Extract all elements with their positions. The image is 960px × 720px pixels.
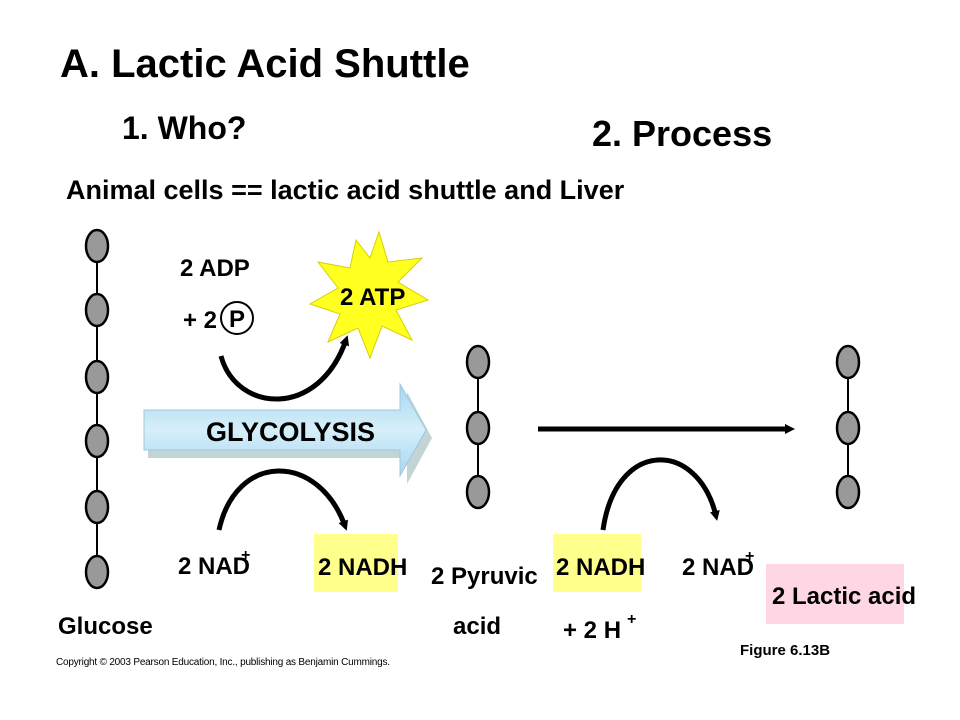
glucose-label: Glucose: [58, 613, 153, 640]
atp-label: 2 ATP: [340, 284, 405, 311]
slide-description: Animal cells == lactic acid shuttle and …: [66, 175, 625, 205]
nad-to-nadh-arrow: [216, 468, 348, 531]
lactic-acid-highlight: [766, 564, 904, 624]
nad-left-superscript: +: [241, 547, 250, 564]
adp-label: 2 ADP: [180, 255, 250, 282]
nad-left-label: 2 NAD: [178, 553, 250, 580]
pyruvic-acid-molecule: [465, 344, 491, 510]
subtitle-process: 2. Process: [592, 113, 773, 154]
hydrogen-label: + 2 H: [563, 617, 621, 644]
lactic-acid-molecule: [835, 344, 861, 510]
atp-starburst: [308, 230, 430, 360]
nadh-right-label: 2 NADH: [556, 554, 645, 581]
pyruvic-label-line1: 2 Pyruvic: [431, 563, 538, 590]
phosphate-symbol: P: [229, 306, 245, 333]
adp-to-atp-arrow: [218, 335, 350, 402]
nadh-left-label: 2 NADH: [318, 554, 407, 581]
phosphate-prefix: + 2: [183, 307, 217, 334]
glycolysis-arrow: [143, 382, 432, 484]
lactic-acid-label: 2 Lactic acid: [772, 583, 916, 610]
phosphate-circle: [220, 301, 254, 335]
glucose-molecule: [84, 228, 110, 590]
nad-right-superscript: +: [745, 548, 754, 565]
copyright-notice: Copyright © 2003 Pearson Education, Inc.…: [56, 657, 390, 668]
glycolysis-label: GLYCOLYSIS: [206, 417, 375, 447]
nad-right-label: 2 NAD: [682, 554, 754, 581]
hydrogen-superscript: +: [627, 611, 636, 628]
nadh-to-nad-arrow: [600, 457, 720, 531]
slide-title: A. Lactic Acid Shuttle: [60, 42, 470, 86]
pyruvic-label-line2: acid: [453, 613, 501, 640]
nadh-right-highlight: [553, 534, 641, 592]
figure-label: Figure 6.13B: [740, 642, 831, 659]
subtitle-who: 1. Who?: [122, 110, 247, 146]
nadh-left-highlight: [314, 534, 398, 592]
